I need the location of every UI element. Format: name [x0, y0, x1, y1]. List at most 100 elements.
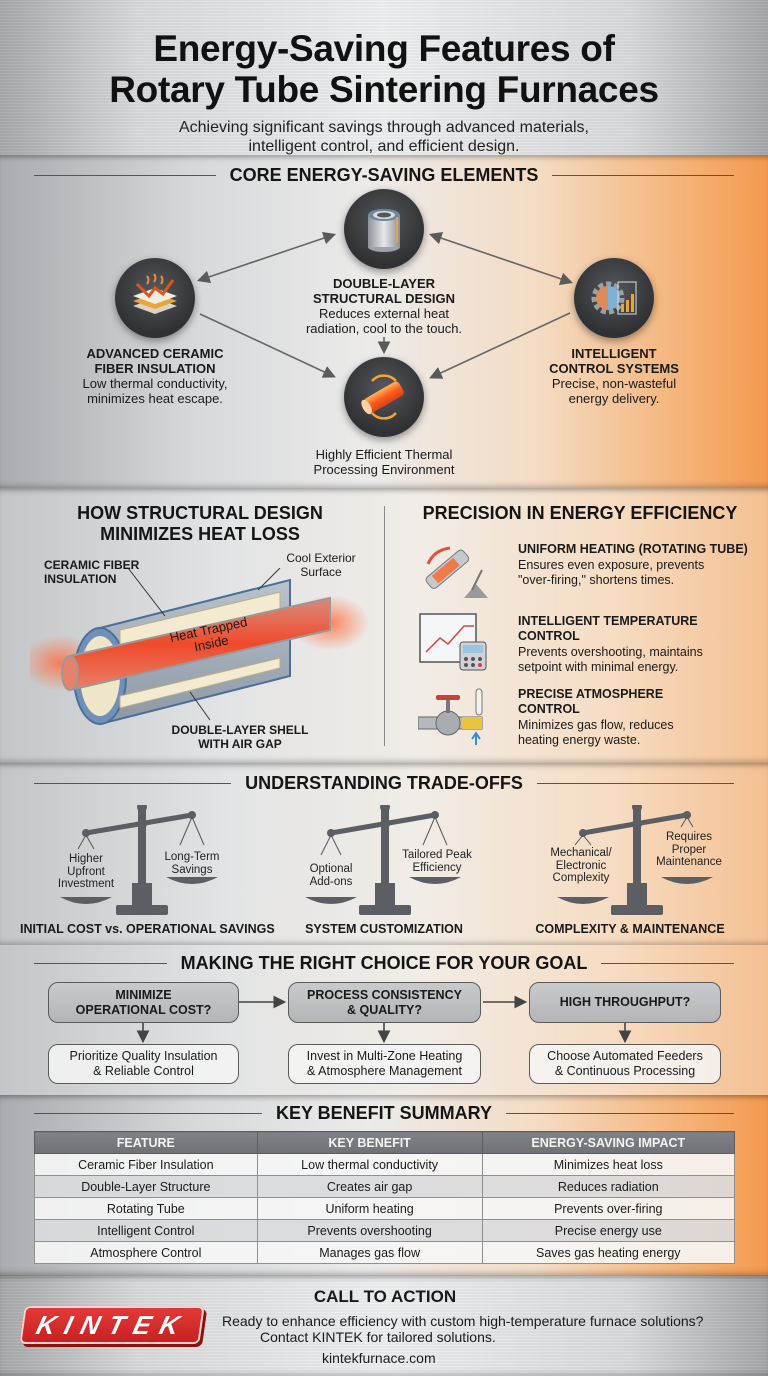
callout-insulation: CERAMIC FIBER INSULATION [44, 558, 139, 586]
divider-line [34, 174, 216, 177]
recommendation-text: & Atmosphere Management [307, 1064, 462, 1078]
callout-text: INSULATION [44, 572, 117, 586]
divider-line [34, 782, 232, 785]
divider-line [506, 1112, 734, 1115]
recommendation-text: Invest in Multi-Zone Heating [306, 1049, 463, 1063]
scale-right-label: Requires Proper Maintenance [643, 831, 735, 869]
table-cell: Precise energy use [481, 1219, 736, 1242]
feature-temperature-control: INTELLIGENT TEMPERATURE CONTROL Prevents… [418, 612, 758, 682]
node-title: INTELLIGENT [571, 346, 657, 361]
node-intelligent-control: INTELLIGENT CONTROL SYSTEMS Precise, non… [514, 346, 714, 406]
heated-tube-icon [344, 357, 424, 437]
tradeoff-caption: INITIAL COST vs. OPERATIONAL SAVINGS [20, 922, 275, 936]
tradeoffs-title: UNDERSTANDING TRADE-OFFS [34, 773, 734, 794]
callout-text: Cool Exterior [286, 551, 356, 565]
furnace-cross-section-diagram [30, 568, 370, 726]
scale-right-label: Long-Term Savings [160, 851, 224, 876]
feature-title: CONTROL [518, 629, 580, 643]
table-cell: Minimizes heat loss [481, 1153, 736, 1176]
cta-text: Ready to enhance efficiency with custom … [222, 1313, 704, 1329]
title-line: MINIMIZES HEAT LOSS [100, 524, 300, 544]
label-line: Requires [665, 831, 713, 843]
structural-precision-section: HOW STRUCTURAL DESIGN MINIMIZES HEAT LOS… [0, 488, 768, 763]
recommendation-text: Choose Automated Feeders [547, 1049, 703, 1063]
callout-exterior: Cool Exterior Surface [286, 551, 356, 579]
table-cell: Reduces radiation [481, 1175, 736, 1198]
goal-high-throughput[interactable]: HIGH THROUGHPUT? [529, 982, 721, 1023]
table-row: Ceramic Fiber Insulation Low thermal con… [34, 1153, 736, 1176]
divider-line [34, 962, 167, 965]
table-cell: Double-Layer Structure [34, 1175, 258, 1198]
label-line: Maintenance [656, 856, 722, 868]
goal-process-consistency[interactable]: PROCESS CONSISTENCY& QUALITY? [288, 982, 481, 1023]
feature-desc: Ensures even exposure, prevents [518, 558, 705, 572]
page-title: Energy-Saving Features of Rotary Tube Si… [0, 0, 768, 110]
table-cell: Ceramic Fiber Insulation [34, 1153, 258, 1176]
table-cell: Prevents overshooting [256, 1219, 483, 1242]
title-line-1: Energy-Saving Features of [153, 28, 615, 69]
summary-section: KEY BENEFIT SUMMARY FEATURE KEY BENEFIT … [0, 1095, 768, 1275]
core-section-title: CORE ENERGY-SAVING ELEMENTS [34, 165, 734, 186]
scale-right-label: Tailored Peak Efficiency [395, 849, 479, 874]
section-title-text: MAKING THE RIGHT CHOICE FOR YOUR GOAL [180, 953, 588, 973]
goal-text: HIGH THROUGHPUT? [559, 995, 691, 1009]
recommendation-text: Prioritize Quality Insulation [69, 1049, 218, 1063]
recommendation-text: & Continuous Processing [554, 1064, 696, 1078]
column-divider [384, 506, 385, 746]
node-desc: Processing Environment [313, 462, 455, 477]
ceramic-insulation-icon [115, 258, 195, 338]
scale-left-label: Optional Add-ons [299, 863, 363, 888]
label-line: Tailored Peak [402, 849, 472, 861]
temperature-chart-icon [419, 613, 487, 671]
balance-scale-icon [557, 802, 713, 915]
benefit-summary-table: FEATURE KEY BENEFIT ENERGY-SAVING IMPACT… [34, 1131, 736, 1264]
recommendation-minimize-cost[interactable]: Prioritize Quality Insulation& Reliable … [48, 1044, 239, 1084]
connector-arrows [196, 232, 574, 379]
double-layer-cylinder-icon [344, 189, 424, 269]
feature-title: CONTROL [518, 702, 580, 716]
label-line: Proper [671, 843, 707, 856]
kintek-logo[interactable]: KINTEK [19, 1306, 205, 1344]
divider-line [34, 1112, 262, 1115]
feature-uniform-heating: UNIFORM HEATING (ROTATING TUBE) Ensures … [418, 540, 758, 610]
feature-desc: setpoint with minimal energy. [518, 660, 679, 674]
node-title: STRUCTURAL DESIGN [312, 291, 456, 306]
recommendation-high-throughput[interactable]: Choose Automated Feeders& Continuous Pro… [529, 1044, 721, 1084]
feature-desc: heating energy waste. [518, 733, 641, 747]
table-row: Intelligent Control Prevents overshootin… [34, 1219, 736, 1242]
goal-text: & QUALITY? [346, 1002, 422, 1017]
divider-line [601, 962, 735, 965]
table-header-row: FEATURE KEY BENEFIT ENERGY-SAVING IMPACT [34, 1131, 736, 1154]
website-link[interactable]: kintekfurnace.com [322, 1350, 436, 1366]
divider-line [536, 782, 734, 785]
table-cell: Prevents over-firing [481, 1197, 736, 1220]
table-cell: Rotating Tube [34, 1197, 258, 1220]
section-title-text: KEY BENEFIT SUMMARY [275, 1103, 493, 1123]
node-title: DOUBLE-LAYER [332, 276, 436, 291]
cta-title: CALL TO ACTION [313, 1287, 457, 1306]
summary-title: KEY BENEFIT SUMMARY [34, 1103, 734, 1124]
title-line-2: Rotary Tube Sintering Furnaces [109, 69, 659, 110]
column-header: KEY BENEFIT [256, 1131, 483, 1154]
tradeoff-caption: SYSTEM CUSTOMIZATION [305, 922, 463, 936]
balance-scale-complexity: Mechanical/ Electronic Complexity Requir… [535, 802, 755, 920]
tradeoff-caption: COMPLEXITY & MAINTENANCE [535, 922, 725, 936]
subtitle: Achieving significant savings through ad… [0, 118, 768, 155]
label-line: Complexity [552, 872, 610, 884]
node-desc: Precise, non-wasteful [551, 376, 677, 391]
recommendation-process-consistency[interactable]: Invest in Multi-Zone Heating& Atmosphere… [288, 1044, 481, 1084]
recommendation-text: & Reliable Control [93, 1064, 194, 1078]
balance-scale-icon [305, 802, 461, 915]
rotating-tube-icon [425, 546, 488, 598]
title-line: HOW STRUCTURAL DESIGN [77, 503, 323, 523]
choice-title: MAKING THE RIGHT CHOICE FOR YOUR GOAL [34, 953, 735, 974]
goal-text: MINIMIZE [115, 987, 172, 1002]
choice-section: MAKING THE RIGHT CHOICE FOR YOUR GOAL MI… [0, 945, 768, 1095]
feature-desc: Minimizes gas flow, reduces [518, 718, 674, 732]
divider-line [552, 174, 734, 177]
table-cell: Low thermal conductivity [256, 1153, 483, 1176]
callout-text: CERAMIC FIBER [44, 558, 140, 572]
scale-left-label: Mechanical/ Electronic Complexity [539, 847, 623, 885]
goal-text: OPERATIONAL COST? [75, 1002, 212, 1017]
